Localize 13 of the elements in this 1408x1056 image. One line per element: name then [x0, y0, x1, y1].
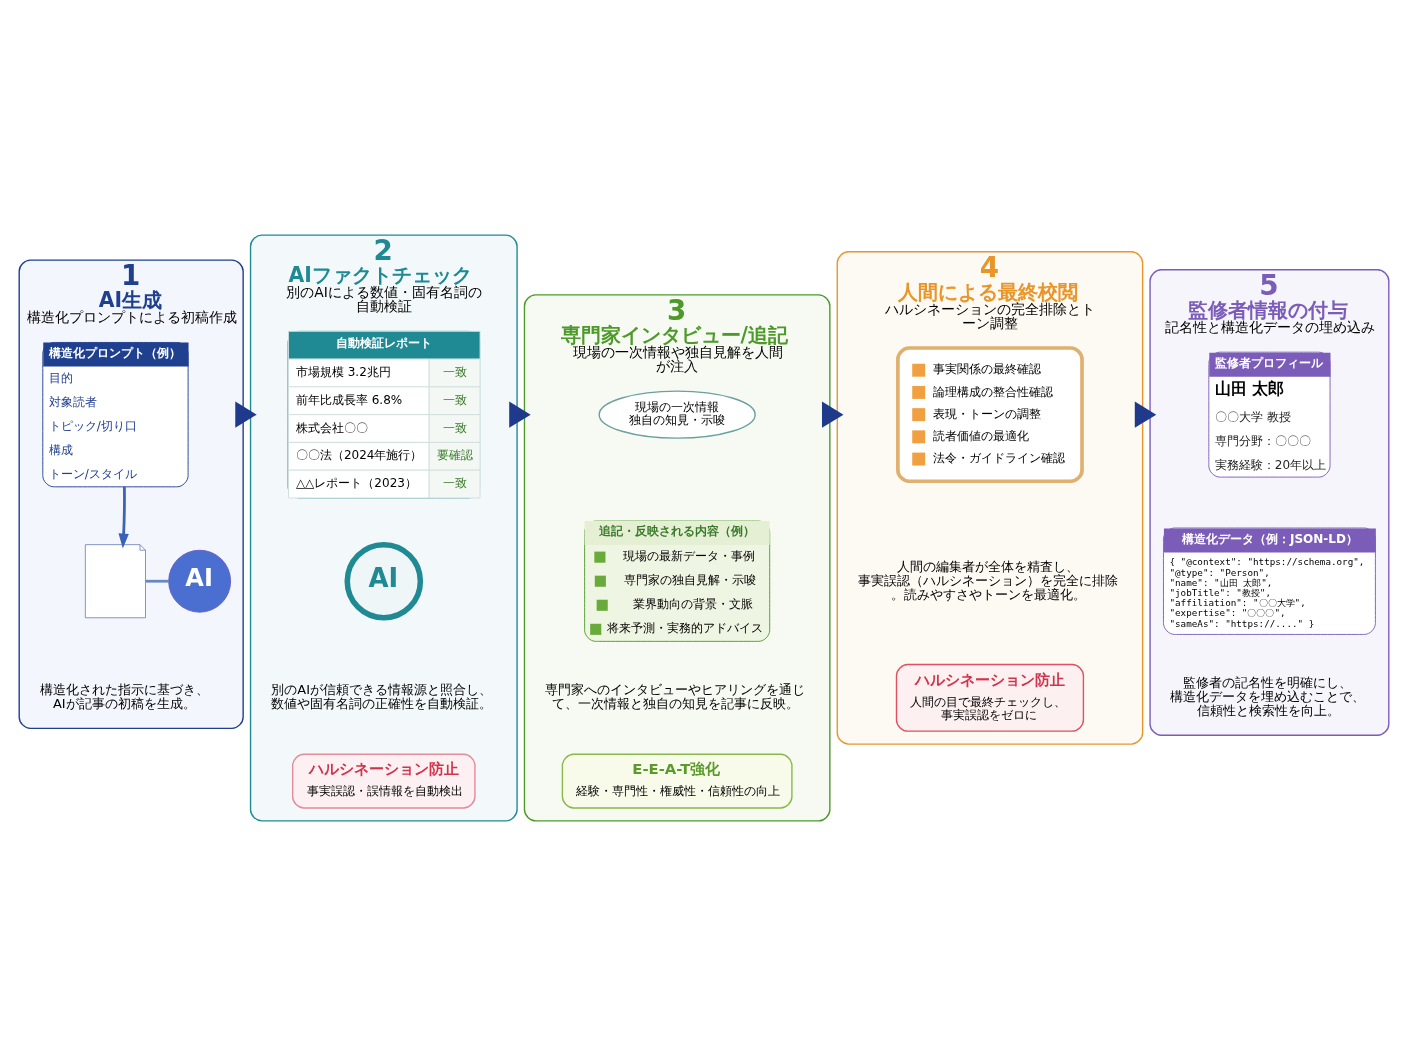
arrow	[509, 401, 531, 428]
node-box: ハルシネーション防止 人間の目で最終チェックし、事実誤認をゼロに	[895, 663, 1085, 732]
node-box: 事実関係の最終確認 論理構成の整合性確認 表現・トーンの調整 読者価値の最適化 法令・ガイドライン確認	[896, 346, 1084, 484]
node-circle: AI	[344, 541, 424, 621]
arrow	[822, 401, 844, 428]
node-ellipse: 現場の一次情報 独自の知見・示唆	[598, 390, 756, 439]
node-circle: AI	[168, 549, 232, 613]
node-box: ハルシネーション防止 事実誤認・誤情報を自動検出	[291, 753, 476, 809]
arrow	[235, 401, 257, 428]
arrow	[1134, 401, 1157, 428]
arrow	[118, 486, 129, 549]
node-box: E-E-A-T強化 経験・専門性・権威性・信頼性の向上	[561, 753, 793, 809]
connector	[145, 579, 169, 583]
